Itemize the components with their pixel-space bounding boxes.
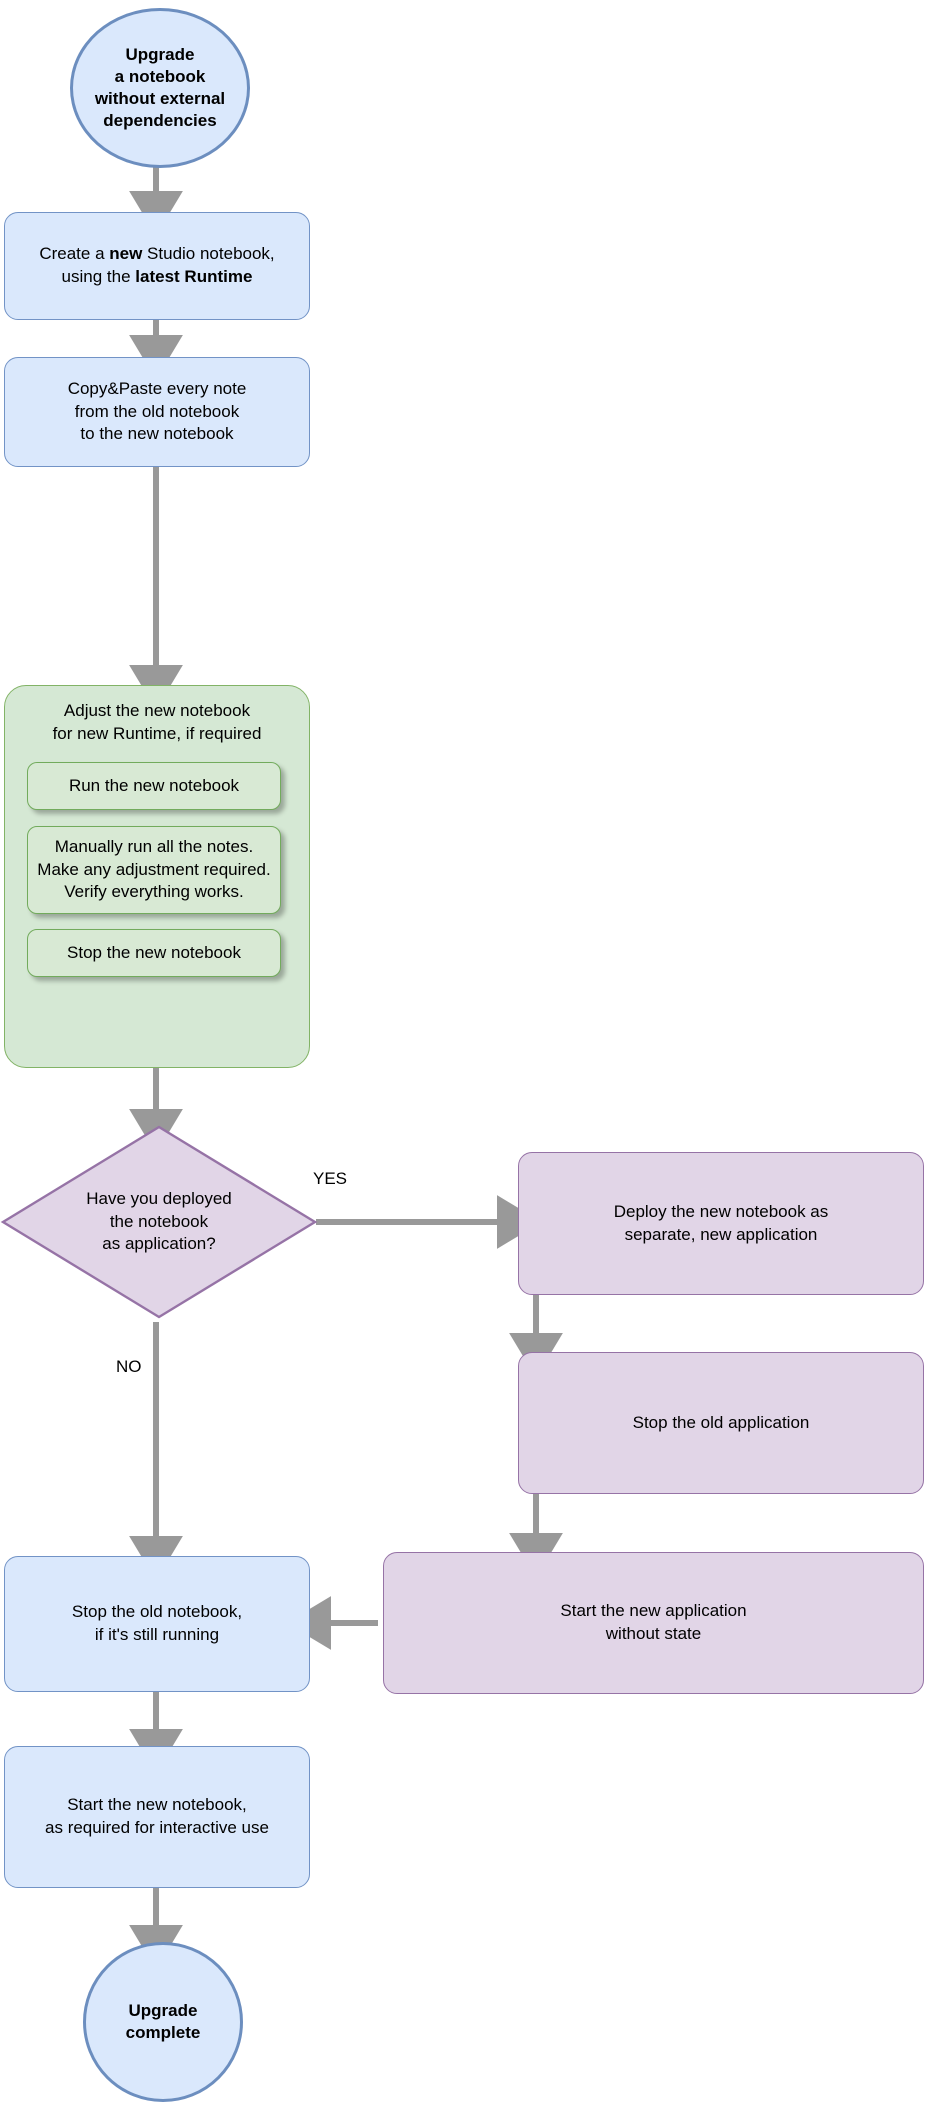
- manual-run-line-1: Manually run all the notes.: [54, 836, 254, 856]
- node-adjust-group[interactable]: Adjust the new notebook for new Runtime,…: [4, 685, 310, 1068]
- start-line-3: without external: [94, 89, 226, 108]
- decision-line-2: the notebook: [109, 1211, 209, 1231]
- end-line-2: complete: [125, 2023, 201, 2042]
- adjust-group-title: Adjust the new notebook for new Runtime,…: [5, 700, 309, 746]
- node-start-new-application[interactable]: Start the new application without state: [383, 1552, 924, 1694]
- deploy-separate-line-1: Deploy the new notebook as: [613, 1201, 829, 1221]
- node-decision-deployed[interactable]: Have you deployed the notebook as applic…: [0, 1124, 318, 1320]
- stop-old-application-label: Stop the old application: [632, 1412, 810, 1432]
- manual-run-line-2: Make any adjustment required.: [37, 859, 271, 879]
- create-notebook-label: Create a new Studio notebook,using the l…: [39, 244, 275, 286]
- end-line-1: Upgrade: [128, 2000, 198, 2020]
- node-stop-new-notebook[interactable]: Stop the new notebook: [27, 929, 281, 977]
- node-deploy-separate[interactable]: Deploy the new notebook as separate, new…: [518, 1152, 924, 1295]
- node-start-new-notebook[interactable]: Start the new notebook, as required for …: [4, 1746, 310, 1888]
- node-manual-run[interactable]: Manually run all the notes. Make any adj…: [27, 826, 281, 914]
- stop-new-notebook-label: Stop the new notebook: [67, 942, 241, 962]
- start-line-2: a notebook: [114, 66, 206, 86]
- copy-paste-line-3: to the new notebook: [80, 424, 234, 444]
- node-end[interactable]: Upgrade complete: [83, 1942, 243, 2102]
- node-copy-paste[interactable]: Copy&Paste every note from the old noteb…: [4, 357, 310, 467]
- run-new-notebook-label: Run the new notebook: [68, 775, 240, 795]
- node-start[interactable]: Upgrade a notebook without external depe…: [70, 8, 250, 168]
- edge-label-yes: YES: [313, 1169, 348, 1188]
- start-line-1: Upgrade: [125, 44, 195, 64]
- node-run-new-notebook[interactable]: Run the new notebook: [27, 762, 281, 810]
- stop-old-notebook-line-1: Stop the old notebook,: [71, 1602, 243, 1622]
- node-stop-old-notebook[interactable]: Stop the old notebook, if it's still run…: [4, 1556, 310, 1692]
- start-new-application-line-1: Start the new application: [560, 1601, 747, 1621]
- deploy-separate-line-2: separate, new application: [624, 1224, 818, 1244]
- start-line-4: dependencies: [103, 111, 217, 131]
- manual-run-line-3: Verify everything works.: [64, 882, 244, 902]
- decision-diamond-shape: [0, 1125, 318, 1319]
- decision-line-1: Have you deployed: [86, 1188, 232, 1208]
- start-new-notebook-line-2: as required for interactive use: [45, 1818, 269, 1837]
- start-new-notebook-line-1: Start the new notebook,: [67, 1795, 247, 1815]
- decision-deployed-label: Have you deployed the notebook as applic…: [0, 1124, 318, 1320]
- decision-line-3: as application?: [102, 1234, 216, 1254]
- copy-paste-line-1: Copy&Paste every note: [67, 378, 247, 398]
- copy-paste-line-2: from the old notebook: [74, 401, 240, 421]
- node-stop-old-application[interactable]: Stop the old application: [518, 1352, 924, 1494]
- start-new-application-line-2: without state: [605, 1624, 702, 1643]
- adjust-group-title-line-2: for new Runtime, if required: [52, 723, 262, 743]
- node-create-notebook[interactable]: Create a new Studio notebook,using the l…: [4, 212, 310, 320]
- edge-label-no: NO: [116, 1357, 142, 1376]
- stop-old-notebook-line-2: if it's still running: [94, 1625, 220, 1644]
- adjust-group-title-line-1: Adjust the new notebook: [63, 701, 251, 720]
